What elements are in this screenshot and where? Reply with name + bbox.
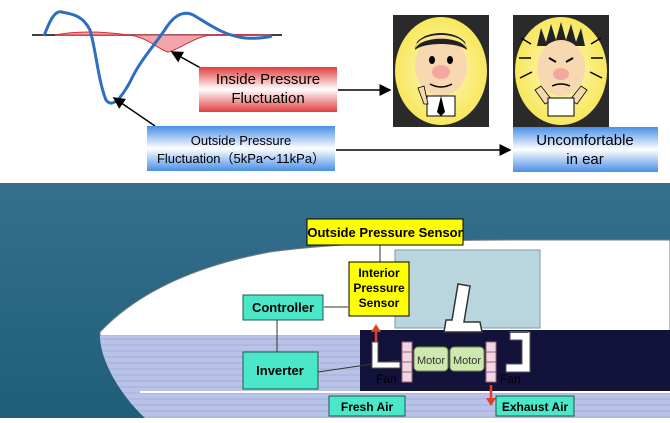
left-motor-label: Motor <box>417 355 445 367</box>
interior-sensor-label-line3: Sensor <box>359 296 400 310</box>
left-motor <box>413 346 449 372</box>
controller-label: Controller <box>252 300 314 315</box>
ear-pain-face-icon <box>513 15 609 127</box>
controller-box <box>242 294 324 321</box>
right-motor-label: Motor <box>453 355 481 367</box>
uncomfortable-label-line1: Uncomfortable <box>536 132 634 149</box>
outside-pressure-sensor-box <box>306 218 464 246</box>
inside-pressure-label-line1: Inside Pressure <box>216 71 320 88</box>
exhaust-air-duct <box>505 331 531 373</box>
uncomfortable-box <box>513 127 658 172</box>
calm-face-icon <box>393 15 489 127</box>
interior-sensor-label-line2: Pressure <box>353 281 405 295</box>
fresh-air-duct <box>371 341 401 369</box>
interior-sensor-label-line1: Interior <box>358 266 400 280</box>
fresh-air-label: Fresh Air <box>341 400 394 414</box>
uncomfortable-label-line2: in ear <box>566 151 604 168</box>
outside-pressure-label-line2: Fluctuation（5kPa～11kPa） <box>157 151 325 166</box>
inverter-label: Inverter <box>256 363 304 378</box>
right-fan-icon <box>485 341 497 383</box>
outside-pressure-sensor-label: Outside Pressure Sensor <box>307 225 462 240</box>
exhaust-air-label: Exhaust Air <box>502 400 569 414</box>
fresh-air-box <box>328 395 406 417</box>
outside-pressure-box <box>147 126 335 171</box>
inverter-box <box>242 351 319 390</box>
exhaust-air-down-arrow-icon <box>486 385 496 406</box>
right-fan-label: Fan <box>500 372 521 386</box>
seat-icon <box>443 283 483 333</box>
outside-pressure-curve <box>42 10 273 105</box>
right-motor <box>449 346 485 372</box>
outside-pressure-label-line1: Outside Pressure <box>191 133 291 148</box>
arrow-to-outside-curve <box>112 97 156 127</box>
interior-pressure-sensor-box <box>348 261 410 317</box>
fresh-air-up-arrow-icon <box>371 324 381 342</box>
inside-pressure-label-line2: Fluctuation <box>231 90 304 107</box>
left-fan-icon <box>401 341 413 383</box>
exhaust-air-box <box>495 395 575 417</box>
left-fan-label: Fan <box>376 372 397 386</box>
inside-pressure-box <box>199 67 337 112</box>
